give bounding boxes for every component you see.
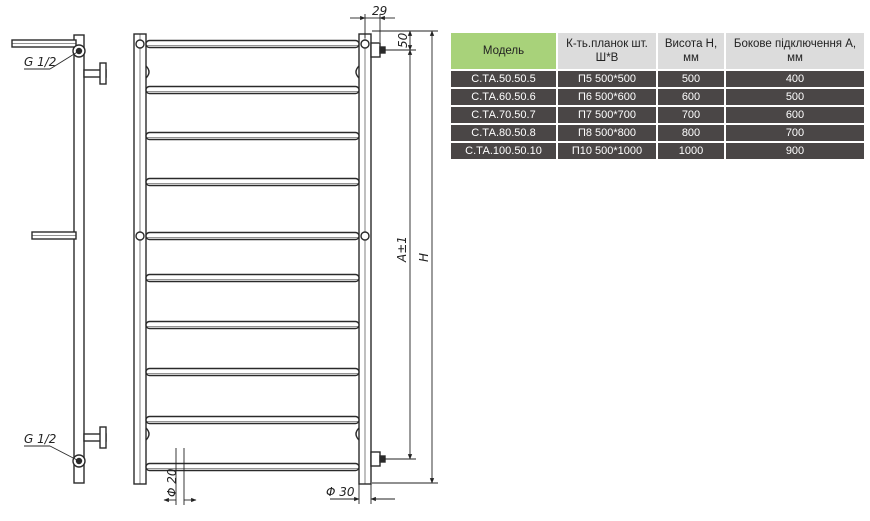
crossbar	[145, 131, 360, 141]
thread-label-top: G 1/2	[24, 55, 56, 69]
cell-side-connection: 500	[726, 89, 864, 105]
crossbar	[145, 415, 360, 425]
bottom-valve	[370, 451, 381, 467]
top-valve	[370, 42, 381, 58]
header-height: Висота Н, мм	[658, 33, 724, 69]
cell-bars: П6 500*600	[558, 89, 656, 105]
cell-model: С.ТА.100.50.10	[451, 143, 556, 159]
side-view	[11, 34, 107, 484]
cell-side-connection: 700	[726, 125, 864, 141]
cell-side-connection: 900	[726, 143, 864, 159]
crossbar	[145, 39, 360, 49]
crossbar	[145, 320, 360, 330]
crossbar	[145, 273, 360, 283]
crossbar	[145, 367, 360, 377]
cell-bars: П8 500*800	[558, 125, 656, 141]
cell-height: 500	[658, 71, 724, 87]
crossbar	[145, 85, 360, 95]
crossbars	[145, 39, 360, 472]
cell-side-connection: 400	[726, 71, 864, 87]
side-view-riser	[73, 34, 85, 484]
cell-height: 600	[658, 89, 724, 105]
table-row: С.ТА.80.50.8 П8 500*800 800 700	[451, 125, 864, 141]
dim-a-label: A±1	[395, 236, 409, 263]
table-header-row: Модель К-ть.планок шт. Ш*В Висота Н, мм …	[451, 33, 864, 69]
cell-model: С.ТА.70.50.7	[451, 107, 556, 123]
cell-bars: П10 500*1000	[558, 143, 656, 159]
dim-top-offset-label: 50	[396, 32, 410, 48]
cell-height: 800	[658, 125, 724, 141]
cell-model: С.ТА.50.50.5	[451, 71, 556, 87]
header-side-connection: Бокове підключення А, мм	[726, 33, 864, 69]
cell-model: С.ТА.60.50.6	[451, 89, 556, 105]
dimensions	[163, 14, 438, 505]
front-view	[133, 33, 386, 485]
crossbar	[145, 177, 360, 187]
cell-bars: П5 500*500	[558, 71, 656, 87]
crossbar	[145, 231, 360, 241]
table-row: С.ТА.100.50.10 П10 500*1000 1000 900	[451, 143, 864, 159]
table-row: С.ТА.60.50.6 П6 500*600 600 500	[451, 89, 864, 105]
header-bars: К-ть.планок шт. Ш*В	[558, 33, 656, 69]
dim-h-label: H	[417, 253, 431, 262]
cell-bars: П7 500*700	[558, 107, 656, 123]
cell-model: С.ТА.80.50.8	[451, 125, 556, 141]
cell-height: 700	[658, 107, 724, 123]
dim-depth-label: 29	[372, 4, 387, 18]
cell-side-connection: 600	[726, 107, 864, 123]
cell-height: 1000	[658, 143, 724, 159]
header-model: Модель	[451, 33, 556, 69]
table-row: С.ТА.50.50.5 П5 500*500 500 400	[451, 71, 864, 87]
table-row: С.ТА.70.50.7 П7 500*700 700 600	[451, 107, 864, 123]
dim-d20-label: Φ 20	[165, 468, 179, 497]
specification-table: Модель К-ть.планок шт. Ш*В Висота Н, мм …	[449, 31, 866, 161]
thread-label-bottom: G 1/2	[24, 432, 56, 446]
dim-d30-label: Φ 30	[326, 485, 355, 499]
